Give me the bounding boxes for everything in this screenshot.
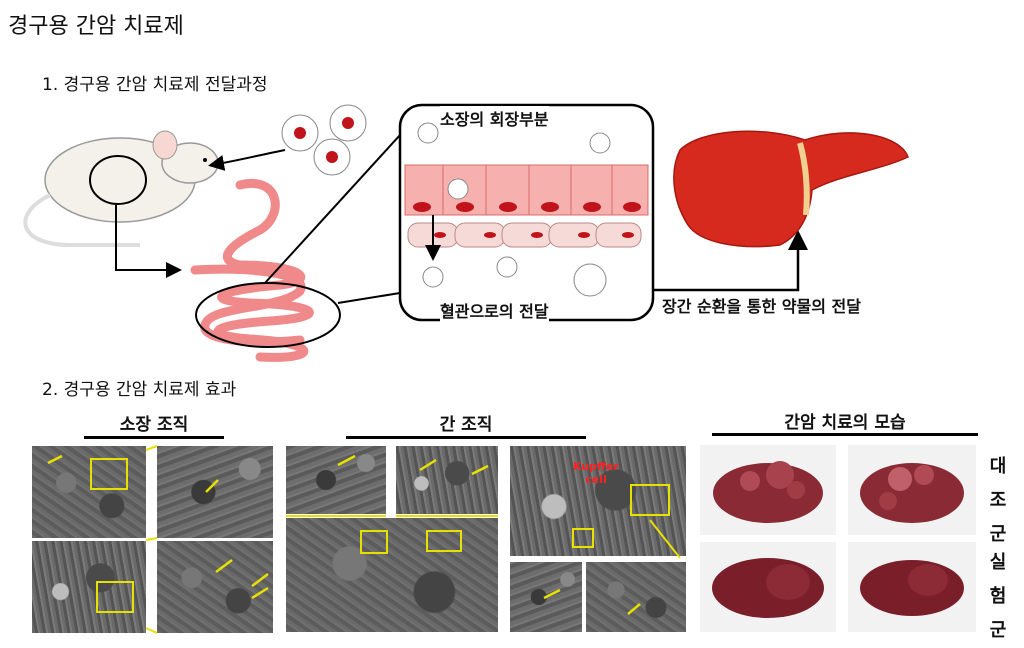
- panel-title-rule: [84, 436, 224, 439]
- vessel-delivery-label: 혈관으로의 전달: [440, 298, 549, 322]
- panel-title-rule: [346, 436, 586, 439]
- mouse-illustration: [23, 130, 219, 247]
- liver-illustration: [673, 130, 909, 248]
- treated-liver-photo: [700, 542, 836, 632]
- ileum-label: 소장의 회장부분: [440, 106, 549, 130]
- liver-em-zoom-image: [286, 446, 386, 514]
- kupffer-em-zoom-image: [586, 562, 686, 632]
- enterohepatic-circulation-label: 장간 순환을 통한 약물의 전달: [662, 297, 861, 316]
- panel-title-rule: [712, 433, 978, 436]
- kupffer-em-image: [510, 446, 686, 556]
- intestine-em-zoom-image: [157, 446, 273, 538]
- liver-em-zoom-image: [396, 446, 498, 514]
- intestine-em-zoom-image: [157, 541, 273, 633]
- liver-em-image: [286, 518, 498, 632]
- control-liver-photo: [700, 445, 836, 535]
- liver-tissue-panel-title: 간 조직: [439, 415, 493, 435]
- page-title: 경구용 간암 치료제: [8, 14, 184, 39]
- ileum-zoom-box: [398, 103, 655, 322]
- control-liver-photo: [848, 445, 976, 535]
- section1-heading: 1. 경구용 간암 치료제 전달과정: [42, 75, 268, 95]
- treatment-panel-title: 간암 치료의 모습: [784, 413, 906, 433]
- treated-liver-photo: [848, 542, 976, 632]
- drug-particles: [281, 104, 367, 176]
- kupffer-cell-label: Kupffer cell: [573, 460, 619, 486]
- intestine-em-image: [32, 541, 146, 633]
- section2-heading: 2. 경구용 간암 치료제 효과: [42, 380, 237, 400]
- small-intestine-panel-title: 소장 조직: [119, 415, 189, 435]
- delivery-process-diagram: [23, 103, 909, 362]
